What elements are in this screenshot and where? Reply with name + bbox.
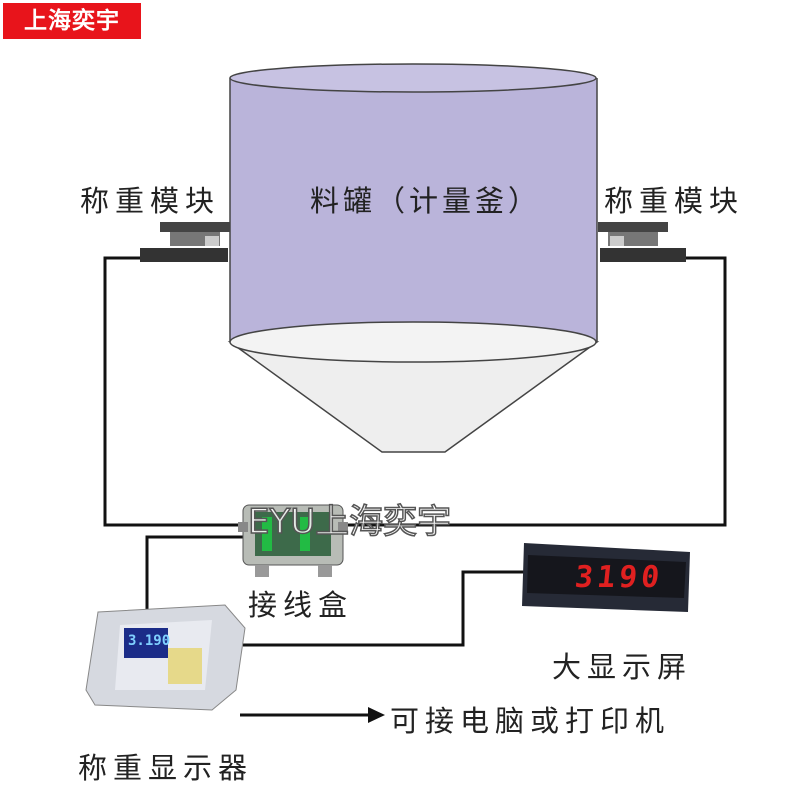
tank-top: [229, 63, 597, 93]
load-cell-left-label: 称重模块: [80, 184, 221, 218]
tank-label: 料罐（计量釜）: [310, 184, 542, 218]
big-display-label: 大显示屏: [552, 650, 693, 684]
junction-box-label: 接线盒: [248, 588, 354, 622]
tank-bottom-rim: [229, 321, 597, 363]
arrow-head: [368, 707, 385, 723]
wire-load-cells-loop: [103, 256, 727, 527]
load-cell-right: [598, 222, 686, 262]
big-display-screen: [522, 543, 690, 612]
wire-indicator-junction: [145, 535, 245, 610]
watermark: EYU上海奕宇: [247, 501, 452, 543]
indicator-label: 称重显示器: [78, 751, 254, 785]
load-cell-left: [140, 222, 230, 262]
load-cell-right-label: 称重模块: [604, 184, 745, 218]
junction-box: [238, 504, 348, 577]
wire-indicator-display: [243, 570, 524, 647]
tank-body: [230, 78, 597, 342]
pc-printer-label: 可接电脑或打印机: [390, 704, 671, 738]
big-display-value: 3190: [573, 560, 666, 595]
indicator-value: 3.190: [128, 633, 171, 649]
weighing-indicator: [85, 604, 246, 711]
brand-logo: 上海奕宇: [3, 3, 141, 39]
